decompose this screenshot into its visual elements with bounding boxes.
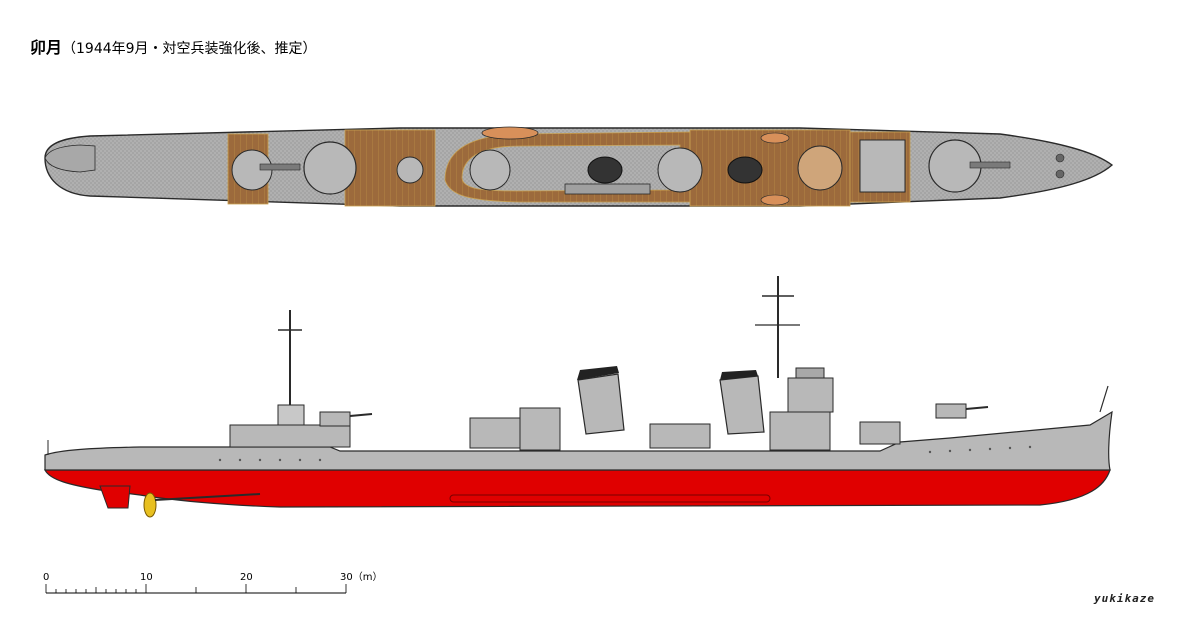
- scale-label-10: 10: [140, 572, 153, 583]
- funnel-fwd-top: [727, 156, 763, 184]
- fwd-gun-house: [859, 421, 901, 445]
- torpedo-mount-fwd: [657, 147, 703, 193]
- aft-gun-barrel: [349, 413, 373, 417]
- stern-deck: [44, 144, 96, 173]
- rudder: [99, 485, 131, 509]
- porthole-row: [218, 445, 1032, 462]
- aft-searchlight-tower: [519, 407, 561, 451]
- funnel-fwd: [719, 375, 765, 435]
- aft-deckhouse: [229, 424, 351, 448]
- scale-label-0: 0: [43, 572, 49, 583]
- cutter-port: [760, 132, 790, 144]
- torpedo-tubes: [564, 183, 651, 195]
- bridge-house: [787, 377, 834, 413]
- propeller: [143, 492, 157, 518]
- linoleum-inner: [461, 144, 681, 192]
- funnel-aft: [577, 373, 625, 435]
- upper-hull-grey: [44, 410, 1113, 471]
- searchlight-platform: [396, 156, 424, 184]
- torpedo-mount-aft: [469, 149, 511, 191]
- fwd-gun-barrel: [965, 406, 989, 410]
- aft-platform: [277, 404, 305, 426]
- scale-label-20: 20: [240, 572, 253, 583]
- anchor-port: [1055, 153, 1065, 163]
- gun-mount-aft-1: [303, 141, 357, 195]
- drawing-title: 卯月（1944年9月・対空兵装強化後、推定）: [30, 34, 317, 58]
- bilge-keel: [449, 494, 771, 503]
- funnel-fwd-cap: [720, 370, 758, 380]
- funnel-aft-cap: [577, 366, 619, 380]
- aft-gun-house: [319, 411, 351, 427]
- gun-mount-fwd-base: [859, 139, 906, 193]
- fwd-gun-mount: [935, 403, 967, 419]
- motor-boat-plan: [481, 126, 539, 140]
- propeller-shaft: [154, 493, 261, 501]
- gun-barrels-fwd: [969, 161, 1011, 169]
- profile-view: [44, 276, 1113, 518]
- scale-minor-ticks: [45, 584, 347, 593]
- torpedo-deckhouse: [469, 417, 526, 449]
- scale-label-30: 30（m）: [340, 571, 382, 583]
- bridge-base: [769, 411, 831, 451]
- funnel-aft-top: [587, 156, 623, 184]
- ship-name: 卯月: [30, 38, 63, 57]
- torpedo-tube-mount: [649, 423, 711, 449]
- artist-signature: yukikaze: [1094, 592, 1155, 605]
- anchor-stbd: [1055, 169, 1065, 179]
- gun-barrels-aft: [259, 163, 301, 171]
- scale-bar: 0 10 20 30（m）: [43, 571, 382, 594]
- bridge-deck: [797, 145, 843, 191]
- cutter-stbd: [760, 194, 790, 206]
- lower-hull-red: [44, 469, 1111, 508]
- jackstaff: [1099, 385, 1109, 413]
- plan-view: [44, 126, 1114, 207]
- drawing-subtitle: （1944年9月・対空兵装強化後、推定）: [62, 41, 317, 57]
- bridge-rangefinder: [795, 367, 825, 379]
